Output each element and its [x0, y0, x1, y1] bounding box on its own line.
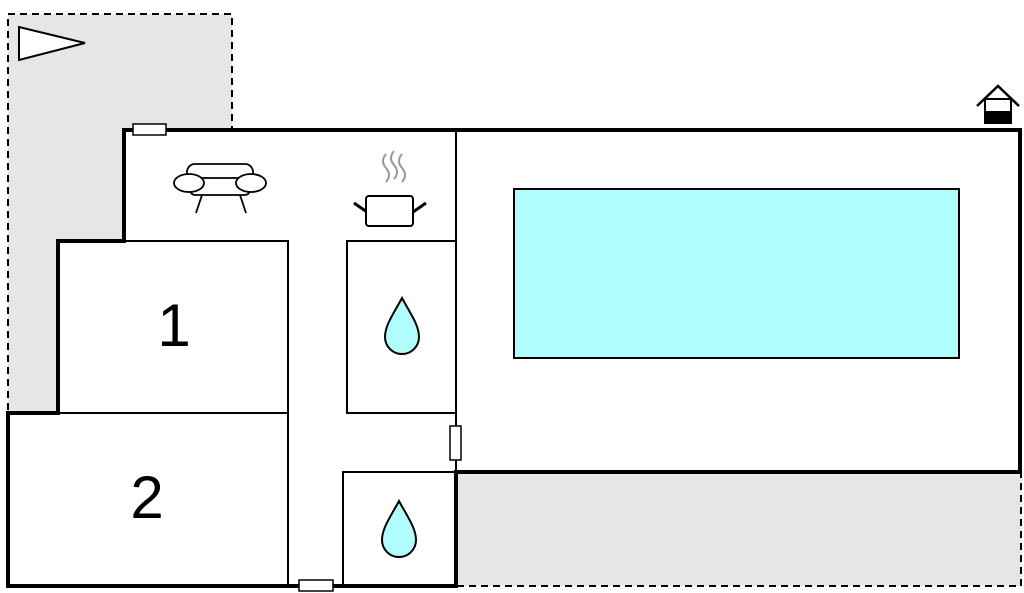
window-top: [132, 123, 167, 136]
door-right: [449, 425, 462, 461]
room-2-label: 2: [130, 464, 163, 531]
sofa-icon: [173, 163, 267, 214]
house-icon: [976, 84, 1020, 124]
pool: [513, 188, 960, 359]
exterior-wall: [6, 128, 1022, 588]
north-arrow-icon: [18, 25, 86, 62]
water-drop-icon: [383, 295, 421, 355]
door-bottom: [298, 579, 334, 592]
terrace-bottom-right: [455, 471, 1022, 587]
room-1-label: 1: [157, 292, 190, 359]
water-drop-icon: [380, 498, 418, 558]
cooking-pot-icon: [353, 150, 427, 227]
